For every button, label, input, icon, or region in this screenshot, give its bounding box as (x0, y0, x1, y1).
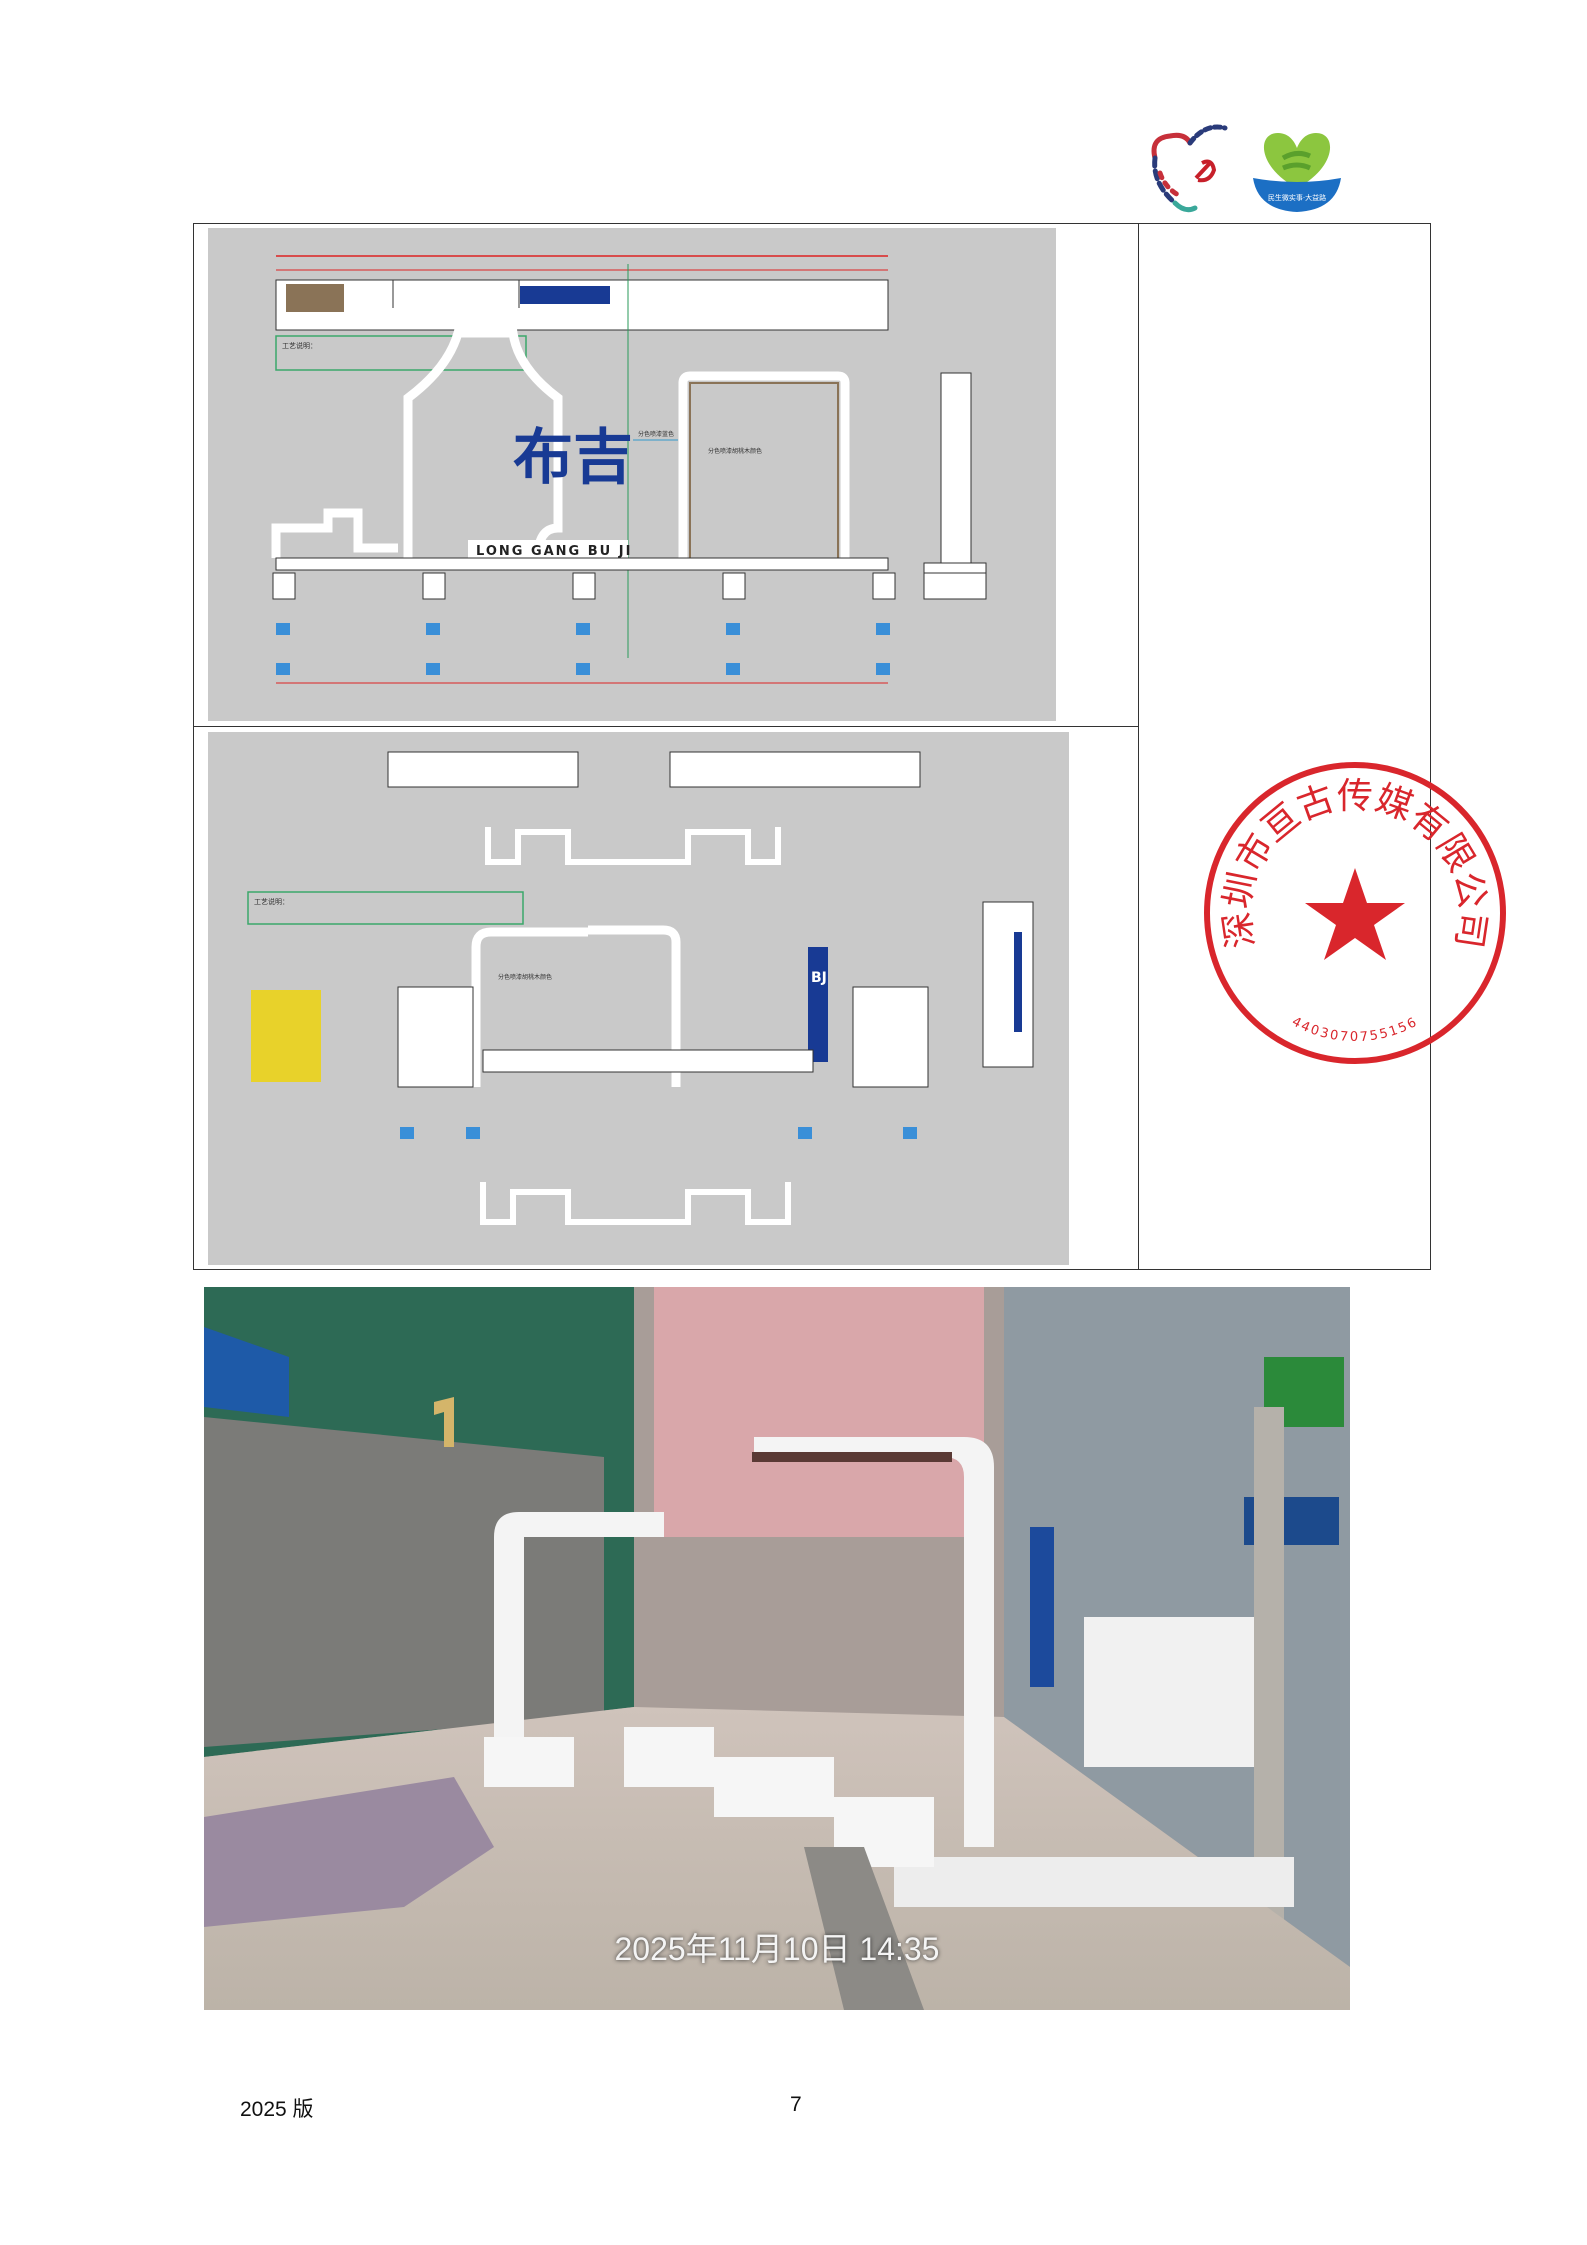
side-elevation-drawing: 工艺说明： 分色喷漆胡桃木颜色 BJ (208, 732, 1069, 1265)
party-heart-logo-icon (1151, 124, 1228, 213)
notes-title: 工艺说明： (282, 341, 317, 350)
vertical-letters: BJ (811, 970, 827, 986)
footer-edition: 2025 版 (240, 2098, 314, 2121)
header-logos (1140, 118, 1350, 218)
livelihood-project-logo: 民生微实事·大益路 (1248, 128, 1346, 214)
company-seal: 深圳市亘古传媒有限公司 4403070755156 (1200, 758, 1510, 1068)
star-icon (1305, 868, 1405, 960)
site-photo: 2025年11月10日 14:35 (204, 1287, 1350, 2010)
svg-text:4403070755156: 4403070755156 (1289, 1014, 1421, 1045)
notes-title: 工艺说明： (254, 897, 289, 906)
callout-wood: 分色喷漆胡桃木颜色 (498, 973, 552, 981)
callout-wood: 分色喷漆胡桃木颜色 (708, 447, 762, 455)
logo-text: 民生微实事·大益路 (1268, 193, 1326, 202)
brand-cn: 布吉 (513, 423, 633, 493)
front-elevation-drawing: 工艺说明： 布吉 LONG GANG BU JI 分色喷漆蓝色 分色喷漆胡桃木颜… (208, 228, 1056, 721)
callout-blue: 分色喷漆蓝色 (638, 430, 674, 438)
brand-en: LONG GANG BU JI (476, 544, 632, 559)
photo-timestamp: 2025年11月10日 14:35 (614, 1931, 940, 1967)
page-number: 7 (790, 2093, 802, 2116)
drawing-table: 工艺说明： 布吉 LONG GANG BU JI 分色喷漆蓝色 分色喷漆胡桃木颜… (193, 223, 1431, 1270)
seal-number: 4403070755156 (1289, 1014, 1419, 1045)
